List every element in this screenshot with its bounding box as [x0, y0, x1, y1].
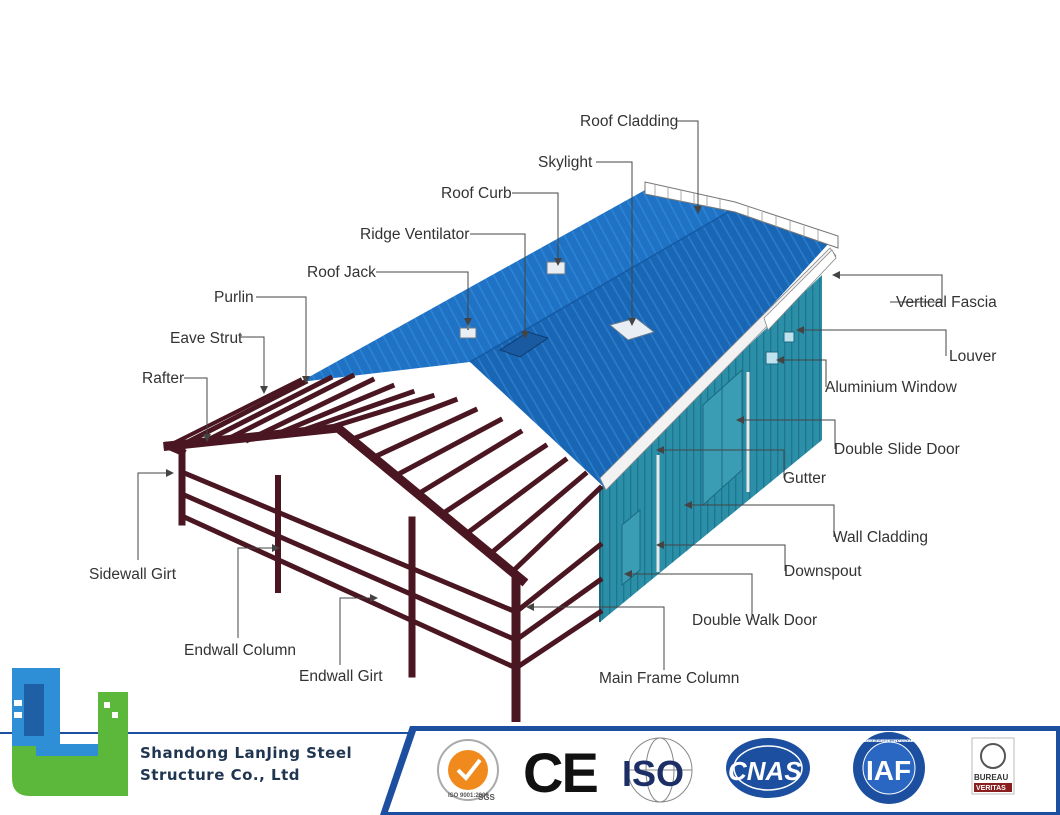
iaf-logo: IAF MEMBER OF MULTILATERAL RECOGNITION A…: [853, 732, 925, 804]
bv-text-1: BUREAU: [974, 773, 1008, 782]
ridge-ventilator: [498, 331, 550, 358]
iso-logo: ISO: [622, 737, 693, 803]
certification-logos: ISO 9001:2000 SGS CE ISO CNAS IAF MEMBER…: [437, 732, 1015, 804]
cnas-text: CNAS: [728, 756, 802, 786]
double-walk-door: [621, 508, 641, 587]
roof-cladding-back: [470, 208, 830, 488]
label-gutter: Gutter: [783, 470, 826, 487]
label-louver: Louver: [949, 348, 996, 365]
label-rafter: Rafter: [142, 370, 184, 387]
vertical-fascia: [644, 181, 839, 249]
label-main-frame-column: Main Frame Column: [599, 670, 739, 687]
vertical-fascia-side: [763, 249, 837, 331]
roof-curb: [546, 261, 566, 275]
bureau-veritas-logo: BUREAU VERITAS: [971, 737, 1015, 795]
label-double-walk-door: Double Walk Door: [692, 612, 817, 629]
label-endwall-girt: Endwall Girt: [299, 668, 383, 685]
bv-text-2: VERITAS: [976, 785, 1006, 792]
label-sidewall-girt: Sidewall Girt: [89, 566, 177, 583]
roof-cladding: [300, 190, 735, 382]
steel-frame: [163, 372, 604, 725]
label-purlin: Purlin: [214, 289, 254, 306]
label-wall-cladding: Wall Cladding: [833, 529, 928, 546]
leader-lines: [137, 120, 947, 670]
label-endwall-column: Endwall Column: [184, 642, 296, 659]
sgs-ring-text: ISO 9001:2000: [448, 793, 489, 799]
iaf-text: IAF: [866, 755, 911, 786]
company-name-line-2: Structure Co., Ltd: [140, 766, 300, 784]
aluminium-window: [765, 351, 779, 365]
cnas-logo: CNAS: [726, 738, 810, 798]
label-aluminium-window: Aluminium Window: [825, 379, 958, 396]
louver: [783, 331, 795, 343]
diagram-labels: Roof Cladding Skylight Roof Curb Ridge V…: [89, 113, 997, 687]
label-skylight: Skylight: [538, 154, 593, 171]
label-vertical-fascia: Vertical Fascia: [896, 294, 997, 311]
label-downspout: Downspout: [784, 563, 862, 580]
ce-logo: CE: [523, 741, 597, 804]
label-eave-strut: Eave Strut: [170, 330, 243, 347]
label-ridge-ventilator: Ridge Ventilator: [360, 226, 469, 243]
company-name: Shandong LanJing Steel Structure Co., Lt…: [140, 742, 352, 786]
label-double-slide-door: Double Slide Door: [834, 441, 960, 458]
label-roof-curb: Roof Curb: [441, 185, 512, 202]
leader-arrows: [166, 206, 840, 611]
iaf-ring-text: MEMBER OF MULTILATERAL RECOGNITION ARRAN…: [862, 738, 917, 743]
iso-text: ISO: [622, 753, 684, 794]
label-roof-cladding: Roof Cladding: [580, 113, 678, 130]
company-name-line-1: Shandong LanJing Steel: [140, 744, 353, 762]
label-roof-jack: Roof Jack: [307, 264, 376, 281]
company-logo: [12, 668, 128, 796]
sgs-text: SGS: [478, 793, 496, 802]
sgs-logo: ISO 9001:2000 SGS: [437, 739, 499, 802]
skylight: [608, 317, 656, 341]
